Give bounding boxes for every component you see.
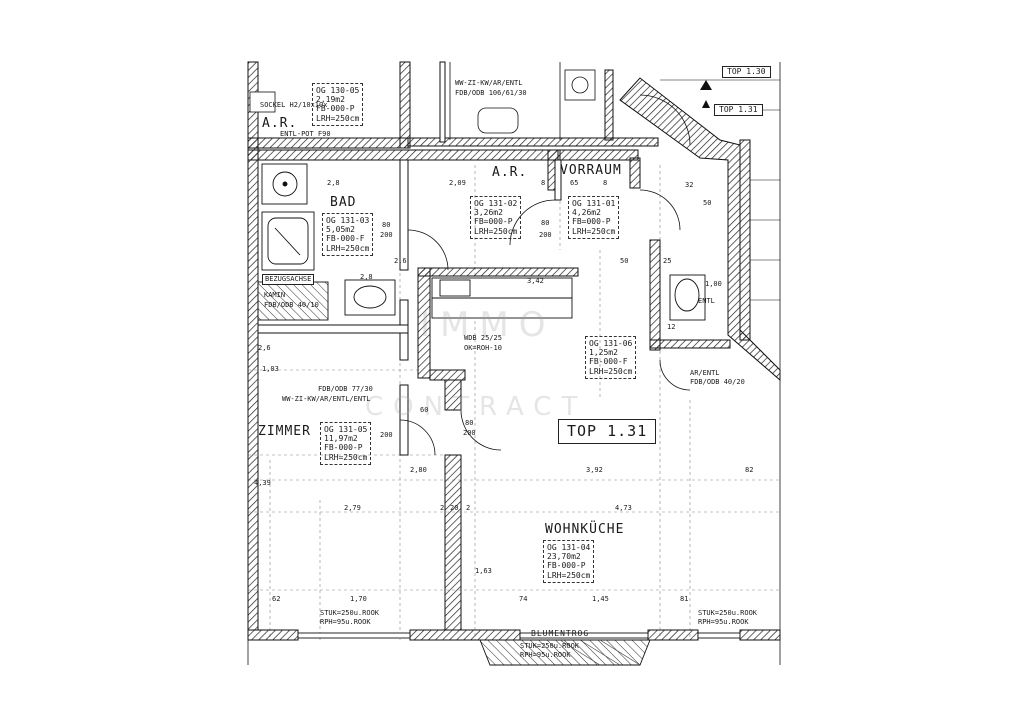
dim: 200 xyxy=(380,431,393,439)
kamin-fdb-note: FDB/ODB 40/10 xyxy=(264,301,319,309)
dim: 50 xyxy=(703,199,712,207)
dim: 82 xyxy=(745,466,754,474)
vorraum-info: OG 131-01 4,26m2 FB=000-P LRH=250cm xyxy=(568,196,620,239)
dim: 2,80 xyxy=(410,466,427,474)
apartment-top-label: TOP 1.31 xyxy=(558,419,657,444)
ar-info: OG 131-02 3,26m2 FB=000-P LRH=250cm xyxy=(470,196,522,239)
rph-center-note: RPH=95u.ROOK xyxy=(520,651,571,659)
ar-name: A.R. xyxy=(492,165,528,180)
stuk-center-note: STUK=250u.ROOK xyxy=(520,642,580,650)
dim: 200 xyxy=(539,231,552,239)
outer-walls xyxy=(247,77,781,641)
dim: 1,70 xyxy=(350,595,367,603)
upper-ar-name: A.R. xyxy=(262,116,298,131)
dim: 8 xyxy=(541,179,546,187)
stuk-left-note: STUK=250u.ROOK xyxy=(320,609,380,617)
top-130-label: TOP 1.30 xyxy=(722,66,771,78)
ww-zimmer-note: WW-ZI-KW/AR/ENTL/ENTL xyxy=(282,395,371,403)
dim: 50 xyxy=(620,257,629,265)
dim: 3,92 xyxy=(586,466,603,474)
dim: 81 xyxy=(680,595,689,603)
dim: 25 xyxy=(663,257,672,265)
dim: 74 xyxy=(519,595,528,603)
wohnkueche-name: WOHNKÜCHE xyxy=(545,522,625,537)
vorraum-name: VORRAUM xyxy=(560,163,622,178)
dim: 80 xyxy=(541,219,550,227)
dim: 80 xyxy=(465,419,474,427)
dim: 1,63 xyxy=(475,567,492,575)
dim: 8 xyxy=(603,179,608,187)
rph-right-note: RPH=95u.ROOK xyxy=(698,618,749,626)
bezugsachse-note: BEZUGSACHSE xyxy=(262,274,315,285)
bad-name: BAD xyxy=(330,195,357,210)
dim: 2,6 xyxy=(258,344,271,352)
dim: 80 xyxy=(382,221,391,229)
entl-pot-note: ENTL-POT F90 xyxy=(280,130,331,138)
dim: 2 xyxy=(440,504,445,512)
ar-entl-note: AR/ENTL xyxy=(690,369,720,377)
kamin-note: KAMIN xyxy=(264,291,286,299)
door-swings xyxy=(399,94,691,456)
dim: 200 xyxy=(463,429,476,437)
blumentrog-note: BLUMENTROG xyxy=(531,629,590,638)
fdb-zimmer-note: FDB/ODB 77/30 xyxy=(318,385,373,393)
watermark-immo: IMMO xyxy=(420,305,556,345)
fdb-top-note: FDB/ODB 106/61/30 xyxy=(455,89,527,97)
bad-info: OG 131-03 5,05m2 FB-000-F LRH=250cm xyxy=(322,213,374,256)
wdb-note: WDB 25/25 xyxy=(464,334,502,342)
dim: 2,79 xyxy=(344,504,361,512)
fdb-right-note: FDB/ODB 40/20 xyxy=(690,378,745,386)
dim: 4,73 xyxy=(615,504,632,512)
upper-ar-info: OG 130-05 2,19m2 FB-000-P LRH=250cm xyxy=(312,83,364,126)
entl-note: ENTL xyxy=(698,297,715,305)
dim: 62 xyxy=(272,595,281,603)
balcony-lines xyxy=(559,639,641,666)
dim: 3,42 xyxy=(527,277,544,285)
dim: 1,45 xyxy=(592,595,609,603)
zimmer-info: OG 131-05 11,97m2 FB-000-P LRH=250cm xyxy=(320,422,372,465)
stuk-right-note: STUK=250u.ROOK xyxy=(698,609,758,617)
dim: 2,8 xyxy=(327,179,340,187)
dim: 32 xyxy=(685,181,694,189)
rph-left-note: RPH=95u.ROOK xyxy=(320,618,371,626)
ww-top-note: WW-ZI-KW/AR/ENTL xyxy=(455,79,523,87)
dim: 4,39 xyxy=(254,479,271,487)
watermark-contract: CONTRACT xyxy=(365,392,588,422)
dim: 2,09 xyxy=(449,179,466,187)
wdb-ok-note: OK=ROH-10 xyxy=(464,344,502,352)
wc-info: OG 131-06 1,25m2 FB-000-F LRH=250cm xyxy=(585,336,637,379)
interior-walls xyxy=(257,157,731,631)
dim: 200 xyxy=(380,231,393,239)
dim: 1,00 xyxy=(705,280,722,288)
markers xyxy=(700,80,712,108)
dim: 1,03 xyxy=(262,365,279,373)
fixtures xyxy=(257,163,741,666)
top-131-corner-label: TOP 1.31 xyxy=(714,104,763,116)
dim: 65 xyxy=(570,179,579,187)
wohnkueche-info: OG 131-04 23,70m2 FB-000-P LRH=250cm xyxy=(543,540,595,583)
zimmer-name: ZIMMER xyxy=(258,424,311,439)
dim: 2,6 xyxy=(394,257,407,265)
sockel-note: SOCKEL H2/10x10x xyxy=(260,101,328,109)
upper-neighbor-walls xyxy=(247,61,659,151)
dim: 60 xyxy=(420,406,429,414)
dim: 2,8 xyxy=(360,273,373,281)
dim: 20 xyxy=(450,504,459,512)
dim: 2 xyxy=(466,504,471,512)
dim: 12 xyxy=(667,323,676,331)
